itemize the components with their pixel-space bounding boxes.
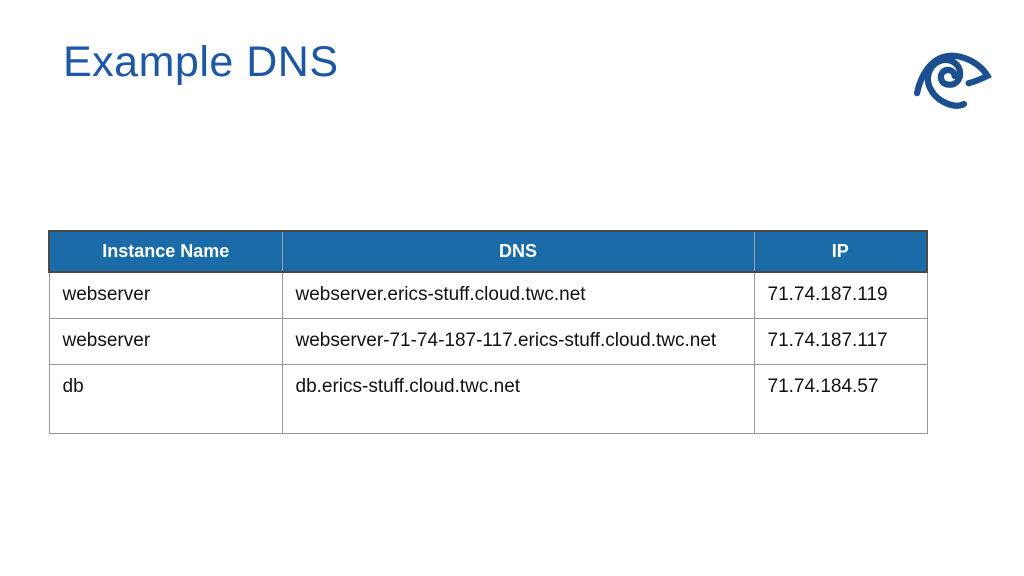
cell-instance-name: webserver bbox=[48, 271, 283, 319]
dns-table: Instance Name DNS IP webserver webserver… bbox=[48, 230, 928, 434]
spiral-stroke bbox=[924, 56, 968, 109]
cell-dns: db.erics-stuff.cloud.twc.net bbox=[281, 363, 755, 434]
cell-ip: 71.74.187.119 bbox=[753, 271, 928, 319]
table-row: db db.erics-stuff.cloud.twc.net 71.74.18… bbox=[48, 363, 928, 434]
cell-instance-name: webserver bbox=[48, 317, 283, 365]
twc-eye-logo bbox=[912, 43, 994, 115]
cell-ip: 71.74.187.117 bbox=[753, 317, 928, 365]
cell-dns: webserver-71-74-187-117.erics-stuff.clou… bbox=[281, 317, 755, 365]
table-row: webserver webserver.erics-stuff.cloud.tw… bbox=[48, 271, 928, 319]
column-header-dns: DNS bbox=[281, 231, 754, 272]
cell-dns: webserver.erics-stuff.cloud.twc.net bbox=[281, 271, 755, 319]
cell-instance-name: db bbox=[48, 363, 283, 434]
page-title: Example DNS bbox=[63, 38, 339, 86]
table-header-row: Instance Name DNS IP bbox=[49, 231, 927, 272]
cell-ip: 71.74.184.57 bbox=[753, 363, 928, 434]
table-row: webserver webserver-71-74-187-117.erics-… bbox=[48, 317, 928, 365]
column-header-instance-name: Instance Name bbox=[49, 231, 282, 272]
eye-spiral-graphic bbox=[913, 52, 992, 109]
column-header-ip: IP bbox=[753, 231, 927, 272]
